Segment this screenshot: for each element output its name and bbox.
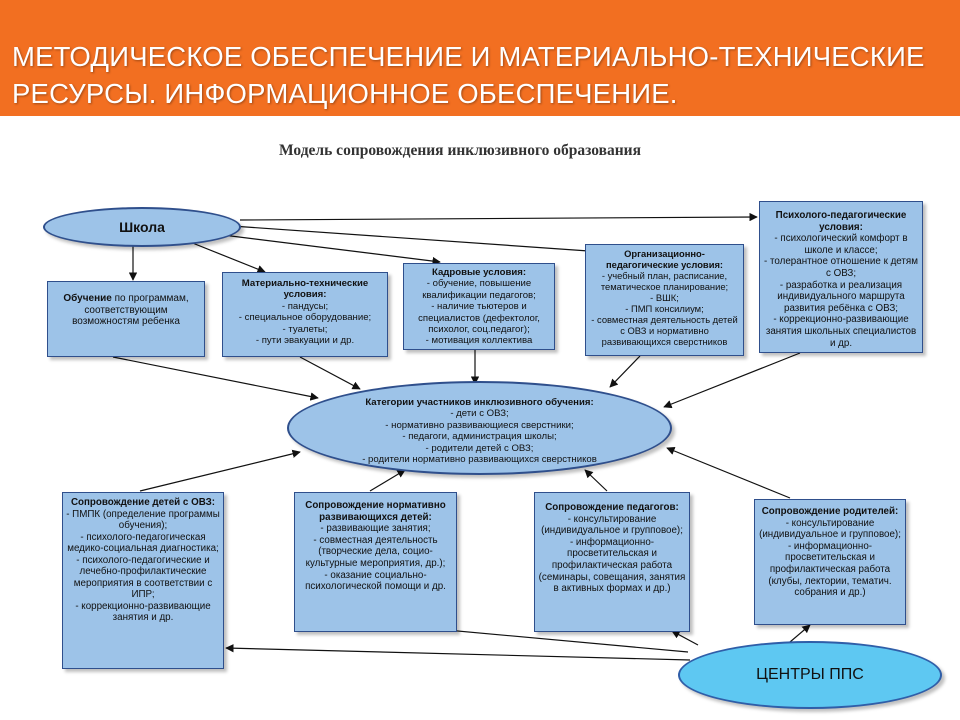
arrow-pps-support-teachers [671, 630, 699, 646]
arrow-pps-support-ovz [225, 643, 691, 661]
learning-box: Обучение по программам, соответствующим … [47, 281, 205, 357]
support-normative-line: - развивающие занятия; [320, 523, 431, 535]
support-teachers-line: - информационно-просветительская и профи… [538, 536, 686, 595]
material-conditions-box: Материально-технические условия: - панду… [222, 272, 388, 357]
arrow-org-categories [609, 355, 641, 388]
support-children-ovz-heading: Сопровождение детей с ОВЗ: [70, 497, 216, 508]
arrow-school-org [231, 225, 604, 256]
arrow-support-parents-categories [666, 446, 791, 499]
learning-text: по программам, соответствующим возможнос… [72, 293, 189, 327]
org-conditions-line: - учебный план, расписание, тематическое… [600, 270, 729, 292]
support-teachers-line: - консультирование (индивидуальное и гру… [541, 513, 683, 537]
support-normative-line: - оказание социально-психологической пом… [305, 569, 446, 593]
slide-title-line-2: РЕСУРСЫ. ИНФОРМАЦИОННОЕ ОБЕСПЕЧЕНИЕ. [12, 78, 678, 109]
participants-line: - нормативно развивающиеся сверстники; [385, 419, 574, 431]
support-children-ovz-line: - коррекционно-развивающие занятия и др. [75, 600, 211, 624]
arrow-pps-support-parents [789, 624, 811, 643]
psych-conditions-line: - психологический комфорт в школе и клас… [774, 233, 908, 256]
support-children-ovz-line: - психолого-педагогические и лечебно-про… [73, 554, 213, 601]
participants-line: - дети с ОВЗ; [450, 408, 509, 420]
material-conditions-line: - туалеты; [282, 323, 328, 335]
material-conditions-line: - пандусы; [281, 300, 329, 312]
staff-conditions-box: Кадровые условия: - обучение, повышение … [403, 263, 555, 350]
arrow-school-psych [239, 212, 758, 222]
staff-conditions-line: - мотивация коллектива [425, 335, 533, 347]
staff-conditions-line: - обучение, повышение квалификации педаг… [422, 278, 536, 301]
arrow-psych-categories [663, 352, 801, 409]
support-normative-line: - совместная деятельность (творческие де… [305, 534, 446, 569]
participants-line: - родители нормативно развивающихся свер… [362, 454, 597, 466]
learning-heading: Обучение [63, 293, 112, 304]
org-conditions-line: - ПМП консилиум; [625, 303, 704, 314]
support-parents-heading: Сопровождение родителей: [761, 506, 899, 517]
slide-title: МЕТОДИЧЕСКОЕ ОБЕСПЕЧЕНИЕ И МАТЕРИАЛЬНО-Т… [12, 38, 942, 112]
arrow-support-normative-categories [369, 469, 406, 492]
material-conditions-heading: Материально-технические условия: [241, 278, 369, 301]
slide-title-line-1: МЕТОДИЧЕСКОЕ ОБЕСПЕЧЕНИЕ И МАТЕРИАЛЬНО-Т… [12, 41, 925, 72]
participants-line: - педагоги, администрация школы; [402, 431, 557, 443]
support-normative-box: Сопровождение нормативно развивающихся д… [294, 492, 457, 632]
org-conditions-heading: Организационно-педагогические условия: [605, 248, 724, 270]
diagram-title: Модель сопровождения инклюзивного образо… [278, 142, 642, 159]
participants-oval: Категории участников инклюзивного обучен… [287, 381, 672, 475]
support-teachers-box: Сопровождение педагогов: - консультирова… [534, 492, 690, 632]
support-children-ovz-line: - ПМПК (определение программы обучения); [66, 508, 220, 532]
psych-conditions-line: - коррекционно-развивающие занятия школь… [765, 314, 917, 349]
participants-heading: Категории участников инклюзивного обучен… [365, 397, 594, 408]
school-oval: Школа [43, 207, 241, 247]
support-parents-line: - информационно-просветительская и профи… [768, 540, 892, 599]
arrow-support-ovz-categories [139, 449, 301, 492]
arrow-school-staff [214, 233, 441, 266]
support-teachers-heading: Сопровождение педагогов: [545, 502, 679, 513]
support-children-ovz-line: - психолого-педагогическая медико-социал… [67, 531, 219, 555]
org-conditions-box: Организационно-педагогические условия: -… [585, 244, 744, 356]
arrow-learning-categories [112, 356, 319, 401]
material-conditions-line: - специальное оборудование; [238, 312, 372, 324]
org-conditions-line: - ВШК; [650, 292, 679, 303]
material-conditions-line: - пути эвакуации и др. [255, 335, 355, 347]
support-parents-line: - консультирование (индивидуальное и гру… [759, 517, 901, 541]
arrow-support-teachers-categories [584, 469, 608, 492]
pps-centers-oval: ЦЕНТРЫ ППС [678, 641, 942, 709]
title-banner: МЕТОДИЧЕСКОЕ ОБЕСПЕЧЕНИЕ И МАТЕРИАЛЬНО-Т… [0, 0, 960, 116]
psych-conditions-line: - толерантное отношение к детям с ОВЗ; [764, 256, 918, 279]
support-parents-box: Сопровождение родителей: - консультирова… [754, 499, 906, 625]
participants-line: - родители детей с ОВЗ; [425, 442, 534, 454]
psych-conditions-heading: Психолого-педагогические условия: [775, 210, 907, 233]
staff-conditions-heading: Кадровые условия: [431, 267, 527, 278]
staff-conditions-line: - наличие тьютеров и специалистов (дефек… [418, 301, 540, 336]
arrow-school-material [184, 239, 266, 274]
arrow-material-categories [299, 356, 361, 390]
org-conditions-line: - совместная деятельность детей с ОВЗ и … [591, 314, 738, 347]
psych-conditions-box: Психолого-педагогические условия: - псих… [759, 201, 923, 353]
psych-conditions-line: - разработка и реализация индивидуальног… [777, 279, 905, 314]
support-children-ovz-box: Сопровождение детей с ОВЗ: - ПМПК (опред… [62, 492, 224, 669]
support-normative-heading: Сопровождение нормативно развивающихся д… [305, 500, 446, 523]
